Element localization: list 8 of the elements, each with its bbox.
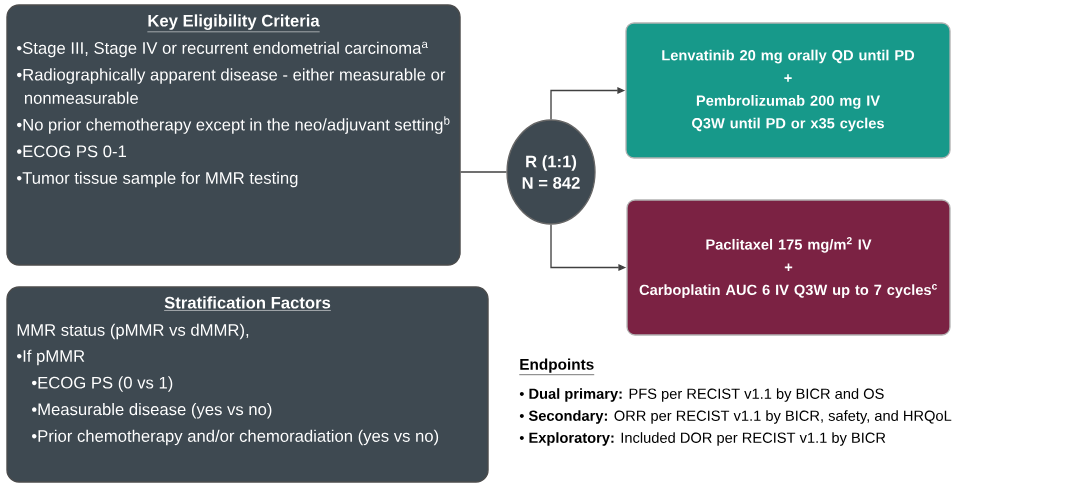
bullet-item: • Exploratory: Included DOR per RECIST v1.1 by BICR <box>519 432 886 446</box>
treatment-box: Paclitaxel 175 mg/m$^{2}$ IV + Carboplatin AUC 6 IV Q3W up to 7 cycles$^{c}$ <box>626 199 951 336</box>
bullet-item: • Dual primary: PFS per RECIST v1.1 by BICR and OS <box>519 388 884 402</box>
section-heading: Endpoints <box>519 358 595 375</box>
treatment-box: Lenvatinib 20 mg orally QD until PD + Pembrolizumab 200 mg IV Q3W until PD or x35 cycles <box>625 22 951 159</box>
bullet-item: • Secondary: ORR per RECIST v1.1 by BICR, safety, and HRQoL <box>519 410 952 424</box>
criteria-box: Key Eligibility Criteria •Stage III, Stage IV or recurrent endometrial carcinoma$^{a}$ •Radiographically apparent disease - either measurable or nonmeasurable •No prior chemotherapy except in the neo/adjuvant setting$^{b}$ •ECOG PS 0-1 •Tumor tissue sample for MMR testing <box>6 4 461 266</box>
criteria-box: Stratification Factors MMR status (pMMR vs dMMR), •If pMMR •ECOG PS (0 vs 1) •Measurable disease (yes vs no) •Prior chemotherapy and/or chemoradiation (yes vs no) <box>6 286 489 483</box>
